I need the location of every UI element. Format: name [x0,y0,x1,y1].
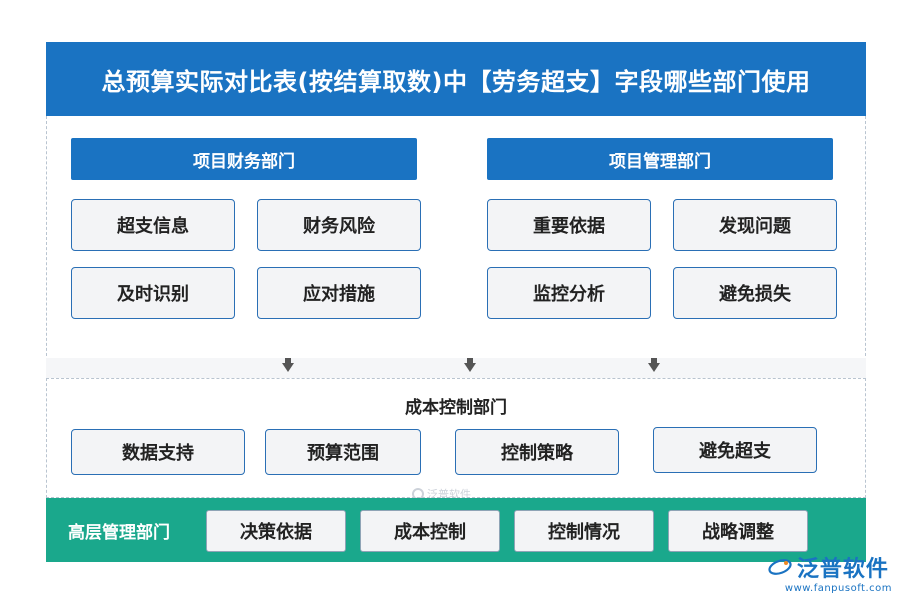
management-item-box: 重要依据 [487,199,651,251]
cost-control-header: 成本控制部门 [405,398,507,418]
finance-item-box: 财务风险 [257,199,421,251]
cost-control-panel: 成本控制部门 数据支持 预算范围 控制策略 避免超支 [46,378,866,498]
finance-item-box: 超支信息 [71,199,235,251]
senior-management-bar: 高层管理部门 决策依据 成本控制 控制情况 战略调整 [46,498,866,562]
senior-management-item-box: 决策依据 [206,510,346,552]
top-panel: 项目财务部门 项目管理部门 超支信息 财务风险 及时识别 应对措施 重要依据 发… [46,116,866,361]
cost-control-item-box: 避免超支 [653,427,817,473]
senior-management-item-box: 成本控制 [360,510,500,552]
senior-management-item-box: 战略调整 [668,510,808,552]
diagram-title: 总预算实际对比表(按结算取数)中【劳务超支】字段哪些部门使用 [46,42,866,116]
cost-control-item-box: 控制策略 [455,429,619,475]
down-arrow-icon [282,358,294,372]
finance-item-box: 应对措施 [257,267,421,319]
management-item-box: 发现问题 [673,199,837,251]
management-item-box: 监控分析 [487,267,651,319]
finance-item-box: 及时识别 [71,267,235,319]
cost-control-item-box: 数据支持 [71,429,245,475]
watermark-text: 泛普软件 [427,488,471,501]
senior-management-header: 高层管理部门 [68,522,170,543]
finance-dept-header: 项目财务部门 [71,138,417,180]
down-arrow-icon [464,358,476,372]
fanpu-logo-icon [768,559,792,575]
brand-name: 泛普软件 [796,557,889,582]
senior-management-item-box: 控制情况 [514,510,654,552]
brand-logo: 泛普软件 www.fanpusoft.com [767,551,892,594]
cost-control-item-box: 预算范围 [265,429,421,475]
diagram-frame: 总预算实际对比表(按结算取数)中【劳务超支】字段哪些部门使用 项目财务部门 项目… [46,42,866,562]
management-item-box: 避免损失 [673,267,837,319]
management-dept-header: 项目管理部门 [487,138,833,180]
brand-url: www.fanpusoft.com [784,583,892,594]
flow-arrow-band [46,358,866,380]
down-arrow-icon [648,358,660,372]
